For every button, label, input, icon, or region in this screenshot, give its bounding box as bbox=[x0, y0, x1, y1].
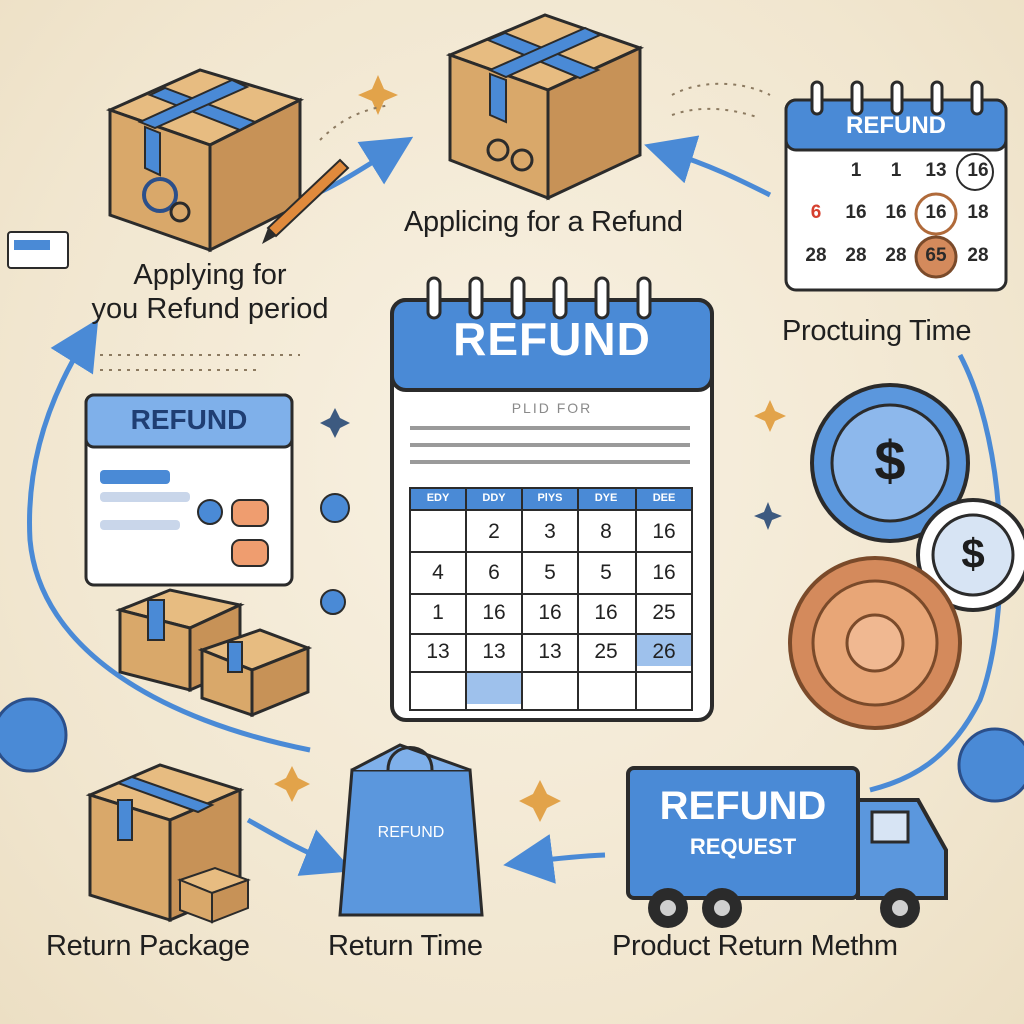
calendar-day-cell: 1 bbox=[432, 601, 444, 624]
refund-window-title: REFUND bbox=[130, 404, 248, 435]
step-label-return-time: Return Time bbox=[328, 930, 483, 962]
step-label-line: you Refund period bbox=[91, 293, 329, 325]
calendar-day-cell: 16 bbox=[652, 561, 676, 584]
small-calendar-graphic bbox=[784, 80, 1008, 292]
bag-label: REFUND bbox=[377, 824, 445, 841]
truck-subtitle: REQUEST bbox=[689, 834, 797, 859]
calendar-header-cell: DEE bbox=[652, 492, 676, 504]
small-calendar-day-cell: 13 bbox=[925, 160, 947, 181]
truck-title: REFUND bbox=[659, 784, 827, 828]
left-cycle-arrow bbox=[27, 318, 311, 753]
small-calendar-day-cell: 28 bbox=[805, 245, 827, 266]
stacked-boxes bbox=[115, 588, 313, 718]
small-calendar-day-cell: 28 bbox=[845, 245, 867, 266]
step-label-applying-period: Applying for you Refund period bbox=[60, 258, 360, 326]
calendar-day-cell: 16 bbox=[652, 520, 676, 543]
calendar-day-cell: 26 bbox=[652, 640, 676, 663]
small-calendar-title: REFUND bbox=[846, 112, 946, 139]
step-label-line: Applying for bbox=[133, 259, 287, 291]
step-label-product-return-method: Product Return Methm bbox=[612, 930, 898, 962]
calendar-day-cell: 25 bbox=[594, 640, 618, 663]
sparkles bbox=[274, 75, 786, 822]
dollar-icon: $ bbox=[961, 530, 985, 577]
return-package-graphic bbox=[85, 763, 251, 924]
step-label-procuting-time: Proctuing Time bbox=[782, 315, 972, 347]
calendar-day-cell: 3 bbox=[544, 520, 556, 543]
calendar-day-cell: 16 bbox=[538, 601, 562, 624]
calendar-day-cell: 13 bbox=[482, 640, 506, 663]
truck-graphic bbox=[626, 766, 948, 928]
small-calendar-day-cell: 1 bbox=[850, 160, 862, 181]
right-cycle-arrow bbox=[869, 353, 1003, 793]
coins-graphic bbox=[788, 383, 1024, 730]
calendar-day-cell: 5 bbox=[544, 561, 556, 584]
side-icons bbox=[0, 493, 1024, 803]
dollar-icon: $ bbox=[874, 429, 906, 492]
calendar-day-cell: 5 bbox=[600, 561, 612, 584]
calendar-day-cell: 2 bbox=[488, 520, 500, 543]
small-calendar-day-cell: 18 bbox=[967, 202, 989, 223]
calendar-day-cell: 16 bbox=[594, 601, 618, 624]
step-label-return-package: Return Package bbox=[46, 930, 250, 962]
calendar-day-cell: 25 bbox=[652, 601, 676, 624]
small-calendar-day-cell: 6 bbox=[810, 202, 822, 223]
calendar-header-cell: DDY bbox=[482, 492, 506, 504]
box-top-left bbox=[105, 68, 350, 253]
small-calendar-day-cell: 16 bbox=[885, 202, 907, 223]
small-calendar-day-cell: 1 bbox=[890, 160, 902, 181]
step-label-applying-refund: Applicing for a Refund bbox=[404, 206, 683, 238]
main-calendar-subtitle: PLID FOR bbox=[511, 400, 593, 416]
calendar-day-cell: 13 bbox=[538, 640, 562, 663]
calendar-day-cell: 6 bbox=[488, 561, 500, 584]
top-right-arrow bbox=[644, 135, 772, 198]
bottom-left-arrow bbox=[246, 817, 354, 876]
small-calendar-day-cell: 16 bbox=[967, 160, 989, 181]
main-calendar-graphic bbox=[390, 276, 714, 722]
return-bag-graphic bbox=[338, 743, 484, 917]
small-calendar-day-cell: 16 bbox=[925, 202, 947, 223]
calendar-header-cell: PlYS bbox=[537, 492, 563, 504]
calendar-day-cell: 4 bbox=[432, 561, 444, 584]
main-calendar-title: REFUND bbox=[453, 313, 651, 365]
calendar-day-cell: 8 bbox=[600, 520, 612, 543]
calendar-day-cell: 16 bbox=[482, 601, 506, 624]
small-calendar-day-cell: 65 bbox=[925, 245, 947, 266]
bottom-right-arrow bbox=[503, 834, 606, 884]
refund-window-graphic bbox=[7, 231, 294, 587]
calendar-day-cell: 13 bbox=[426, 640, 450, 663]
box-top-middle bbox=[445, 13, 645, 201]
small-calendar-day-cell: 28 bbox=[967, 245, 989, 266]
calendar-header-cell: DYE bbox=[594, 492, 618, 504]
small-calendar-day-cell: 16 bbox=[845, 202, 867, 223]
calendar-header-cell: EDY bbox=[426, 492, 450, 504]
small-calendar-day-cell: 28 bbox=[885, 245, 907, 266]
